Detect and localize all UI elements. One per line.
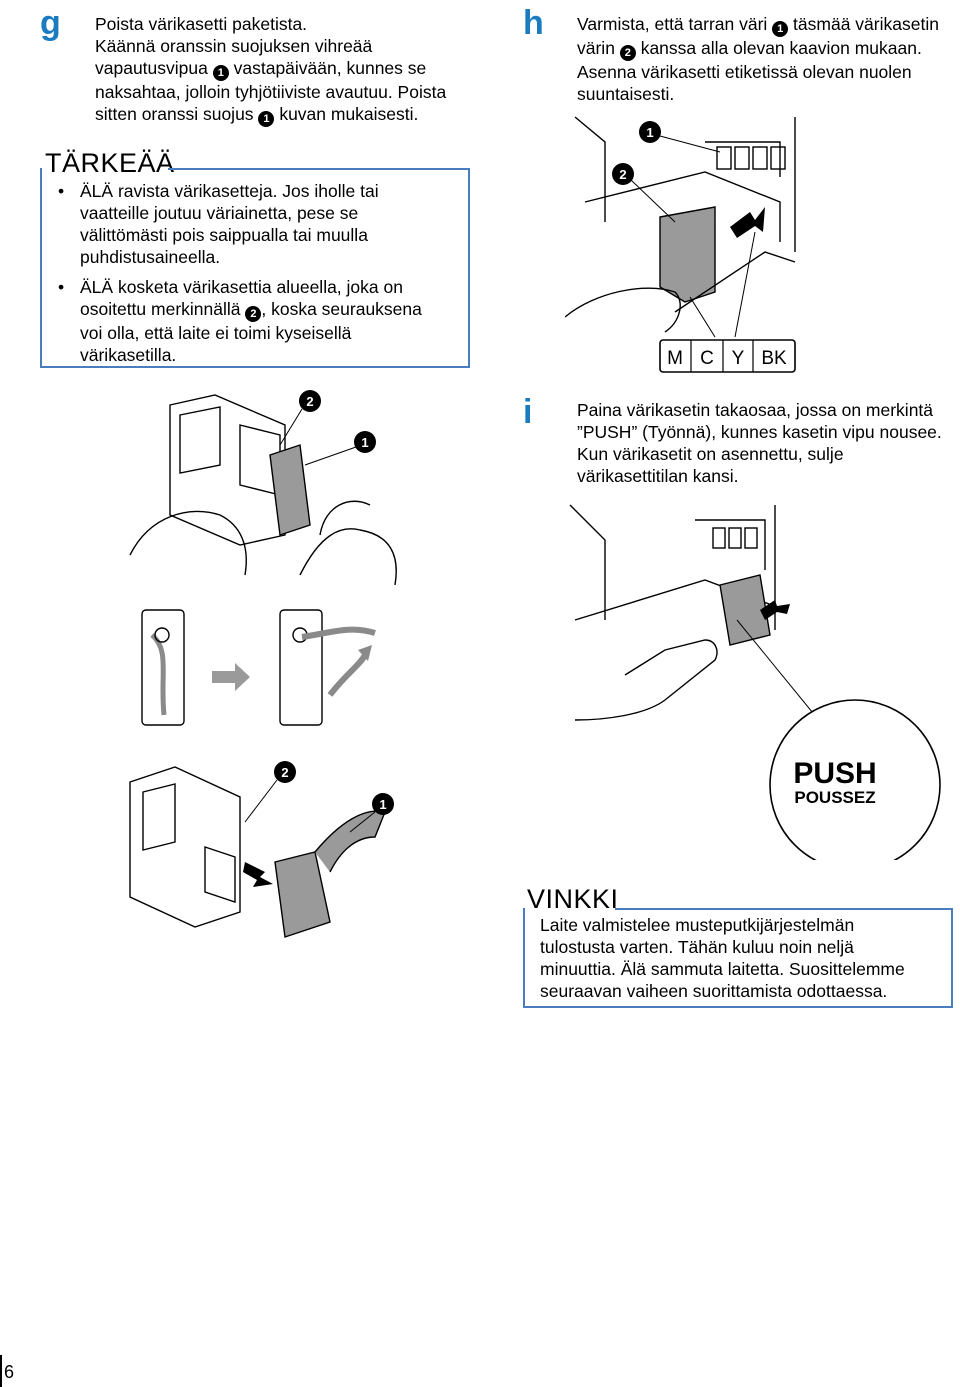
step-i-line: Kun värikasetit on asennettu, sulje — [577, 444, 844, 464]
page-number: 6 — [4, 1362, 15, 1382]
step-h-line: kanssa alla olevan kaavion mukaan. — [640, 38, 922, 58]
step-letter-i: i — [523, 393, 533, 431]
important-line: puhdistusaineella. — [80, 247, 221, 267]
bullet-dot: • — [58, 181, 65, 201]
step-i-line: värikasettitilan kansi. — [577, 466, 739, 486]
tip-text: Laite valmistelee musteputkijärjestelmän… — [540, 914, 905, 1002]
important-box-top-rule — [168, 168, 470, 170]
step-i-line: Paina värikasetin takaosaa, jossa on mer… — [577, 400, 934, 420]
tip-box-top-rule — [615, 908, 953, 910]
important-line: vaatteille joutuu väriainetta, pese se — [80, 203, 359, 223]
callout-1-marker: 1 — [772, 21, 789, 37]
tip-title: VINKKI — [527, 884, 619, 914]
tip-line: Laite valmistelee musteputkijärjestelmän — [540, 915, 855, 935]
svg-text:2: 2 — [306, 394, 313, 409]
tip-line: minuuttia. Älä sammuta laitetta. Suositt… — [540, 959, 905, 979]
callout-1-marker: 1 — [212, 65, 229, 81]
step-g-line: vapautusvipua — [95, 58, 208, 78]
cartridge-hands-illustration: 2 2 1 — [129, 390, 397, 585]
callout-2-marker: 2 — [619, 45, 636, 61]
step-h-line: Varmista, että tarran väri — [577, 14, 768, 34]
step-g-line: kuvan mukaisesti. — [279, 104, 419, 124]
color-label-y: Y — [732, 348, 745, 369]
step-h-text: Varmista, että tarran väri 1 täsmää väri… — [577, 13, 939, 105]
install-cartridge-illustration: 1 2 M C Y BK — [565, 116, 796, 373]
svg-text:1: 1 — [379, 797, 386, 812]
push-label: PUSH — [793, 757, 876, 790]
step-g-line: sitten oranssi suojus — [95, 104, 254, 124]
color-label-bk: BK — [761, 348, 787, 369]
step-g-line: Poista värikasetti paketista. — [95, 14, 308, 34]
step-i-line: ”PUSH” (Työnnä), kunnes kasetin vipu nou… — [577, 422, 942, 442]
svg-text:2: 2 — [281, 765, 288, 780]
step-g-text: Poista värikasetti paketista. Käännä ora… — [95, 13, 446, 127]
page-side-rule — [0, 1355, 2, 1387]
tip-line: tulostusta varten. Tähän kuluu noin nelj… — [540, 937, 854, 957]
step-i-text: Paina värikasetin takaosaa, jossa on mer… — [577, 399, 942, 487]
step-letter-h: h — [523, 4, 544, 42]
important-line: , koska seurauksena — [261, 299, 422, 319]
important-line: välittömästi pois saippualla tai muulla — [80, 225, 368, 245]
svg-text:1: 1 — [646, 125, 653, 140]
important-title: TÄRKEÄÄ — [45, 148, 175, 178]
step-h-line: Asenna värikasetti etiketissä olevan nuo… — [577, 62, 912, 82]
important-line: voi olla, että laite ei toimi kyseisellä — [80, 323, 352, 343]
important-line: osoitettu merkinnällä — [80, 299, 241, 319]
bullet-dot: • — [58, 277, 65, 297]
color-label-c: C — [700, 348, 714, 369]
important-line: värikasetilla. — [80, 345, 177, 365]
callout-2-marker: 2 — [245, 306, 262, 322]
svg-text:1: 1 — [361, 435, 368, 450]
svg-text:2: 2 — [619, 167, 626, 182]
step-letter-g: g — [40, 4, 61, 42]
step-g-line: naksahtaa, jolloin tyhjötiiviste avautuu… — [95, 82, 447, 102]
tip-box — [523, 908, 953, 1008]
tip-line: seuraavan vaiheen suorittamista odottaes… — [540, 981, 888, 1001]
poussez-label: POUSSEZ — [794, 788, 875, 807]
step-h-line: suuntaisesti. — [577, 84, 675, 104]
step-g-line: Käännä oranssin suojuksen vihreää — [95, 36, 373, 56]
push-cartridge-illustration: PUSH POUSSEZ — [569, 504, 941, 860]
important-line: ÄLÄ ravista värikasetteja. Jos iholle ta… — [80, 181, 379, 201]
important-line: ÄLÄ kosketa värikasettia alueella, joka … — [80, 277, 403, 297]
important-bullet-2: • ÄLÄ kosketa värikasettia alueella, jok… — [58, 276, 422, 366]
important-box — [40, 168, 470, 368]
remove-cap-illustration: 2 1 — [129, 761, 394, 938]
lever-rotate-illustration — [141, 609, 376, 726]
step-h-line: täsmää värikasetin — [793, 14, 939, 34]
step-g-line: vastapäivään, kunnes se — [233, 58, 427, 78]
color-label-m: M — [667, 348, 683, 369]
callout-1-marker: 1 — [258, 111, 275, 127]
important-bullet-1: • ÄLÄ ravista värikasetteja. Jos iholle … — [58, 180, 379, 268]
step-h-line: värin — [577, 38, 615, 58]
